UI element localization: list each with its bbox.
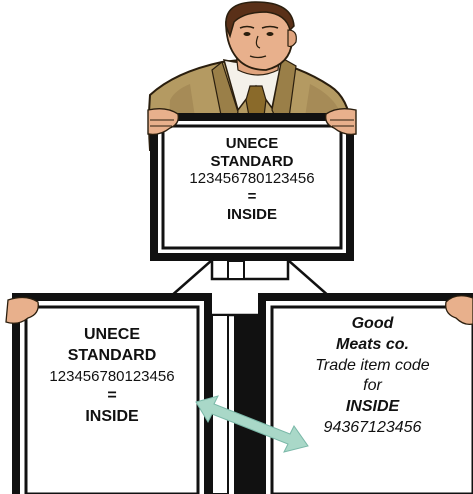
left-sign-line-2: STANDARD	[67, 346, 157, 364]
left-sign-code: 123456780123456	[49, 367, 175, 385]
top-sign-inside: INSIDE	[226, 205, 277, 223]
right-sign-text: Good Meats co. Trade item code for INSID…	[290, 314, 455, 439]
left-sign-equals: =	[107, 387, 117, 405]
right-sign	[258, 293, 473, 494]
center-post	[211, 314, 258, 494]
left-sign-inside: INSIDE	[85, 407, 139, 425]
right-sign-inside: INSIDE	[345, 398, 400, 416]
diagonal-double-arrow-icon	[195, 395, 309, 453]
right-sign-for: for	[363, 377, 382, 395]
right-sign-code: 94367123456	[323, 418, 422, 436]
left-sign-hand	[5, 296, 39, 324]
right-sign-hand	[445, 295, 473, 326]
top-sign-line-2: STANDARD	[210, 152, 294, 170]
right-sign-company-line-2: Meats co.	[336, 335, 409, 353]
top-sign-code: 123456780123456	[189, 170, 315, 188]
top-sign-line-1: UNECE	[225, 135, 279, 152]
top-sign-hands	[147, 107, 357, 136]
top-sign	[147, 107, 357, 261]
right-sign-trade-item-label: Trade item code	[315, 356, 430, 374]
top-sign-equals: =	[247, 188, 257, 206]
left-sign-line-1: UNECE	[83, 326, 140, 343]
right-sign-company-line-1: Good	[351, 315, 394, 332]
left-sign-text: UNECE STANDARD 123456780123456 = INSIDE	[26, 325, 198, 428]
top-sign-text: UNECE STANDARD 123456780123456 = INSIDE	[163, 135, 341, 223]
left-sign	[5, 293, 212, 494]
